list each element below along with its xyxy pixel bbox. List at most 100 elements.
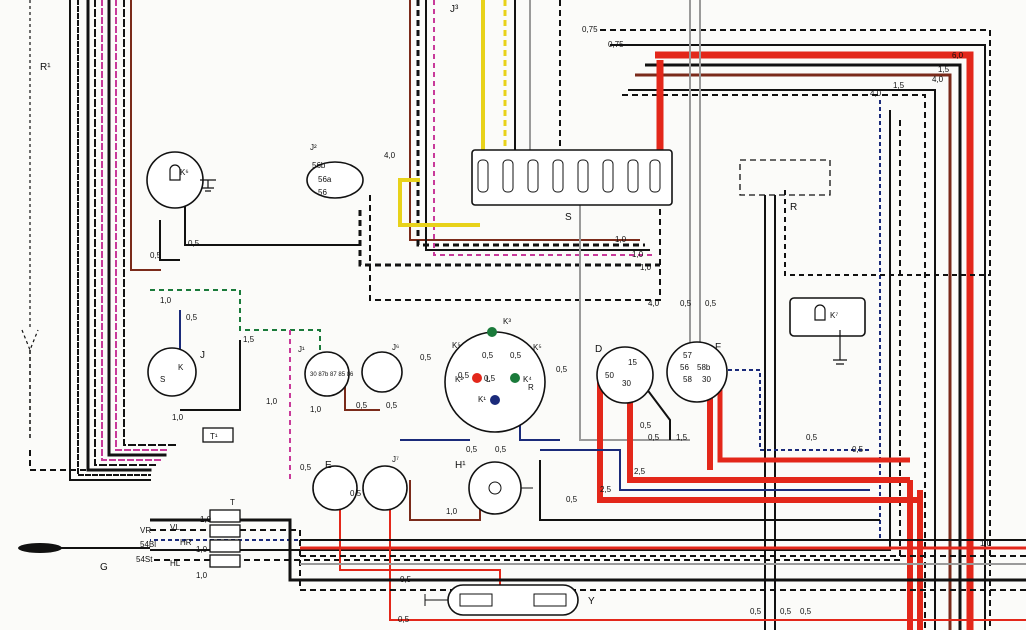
j2-dimmer-relay: J² 56b 56a 56 [306, 143, 364, 199]
label-d: D [595, 344, 602, 355]
gauge-label: 0,5 [780, 607, 792, 616]
label-r: R [528, 383, 534, 392]
j1-relay: J¹ 30 87b 87 85 86 [298, 345, 354, 397]
label-f-58b: 58b [697, 363, 711, 372]
j7-relay: J⁷ [362, 455, 408, 511]
gauge-label: 0,5 [386, 401, 398, 410]
gauge-label: 0,5 [398, 615, 410, 624]
label-d-30: 30 [622, 379, 631, 388]
gauge-label: 1,5 [243, 335, 255, 344]
gauge-label: 0,5 [188, 239, 200, 248]
gauge-label: 0,5 [750, 607, 762, 616]
gauge-label: 0,75 [582, 25, 598, 34]
gauge-label: 0,5 [556, 365, 568, 374]
label-f-30: 30 [702, 375, 711, 384]
t-connector-block: T VL HR HL VR 54Bl 54St [136, 498, 241, 568]
label-j1: J¹ [298, 345, 305, 354]
gauge-label: 1,0 [980, 539, 992, 548]
gauge-label: 0,5 [420, 353, 432, 362]
gauge-label: 0,5 [800, 607, 812, 616]
gauge-label: 1,0 [196, 545, 208, 554]
label-j1-pins: 30 87b 87 85 86 [310, 372, 354, 378]
gauge-label: 1,5 [938, 65, 950, 74]
gauge-label: 1,0 [160, 296, 172, 305]
gauge-label: 0,5 [484, 374, 496, 383]
gauge-label: 4,0 [932, 75, 944, 84]
gauge-label: 0,5 [680, 299, 692, 308]
d-ignition-switch: D 15 50 30 [595, 344, 654, 404]
instrument-cluster: K³ K⁵ K⁵ K² K⁴ K¹ L R [444, 317, 546, 433]
label-k2: K² [455, 375, 463, 384]
gauge-label: 0,5 [400, 575, 412, 584]
gauge-label: 4,0 [648, 299, 660, 308]
label-l: L [486, 375, 491, 384]
k7-lamp: K⁷ [789, 297, 866, 365]
label-j3: J³ [450, 4, 459, 15]
label-g: G [100, 562, 108, 573]
e-wiper-switch: E [312, 460, 358, 511]
label-r1: R¹ [40, 62, 51, 73]
label-d-50: 50 [605, 371, 614, 380]
gauge-label: 0,5 [705, 299, 717, 308]
gauge-label: 1,0 [640, 263, 652, 272]
k6-warning-lamp: K⁶ [146, 151, 216, 209]
label-k3: K³ [503, 317, 511, 326]
wire-bundle-top [409, 0, 991, 630]
label-f-56: 56 [680, 363, 689, 372]
gauge-label: 0,5 [495, 445, 507, 454]
gauge-label: 0,5 [482, 351, 494, 360]
j-flasher-relay: J K S [147, 347, 205, 397]
label-h1: H¹ [455, 460, 466, 471]
label-k7: K⁷ [830, 311, 838, 320]
label-j7: J⁷ [392, 455, 399, 464]
gauge-label: 1,0 [632, 250, 644, 259]
label-e: E [325, 460, 332, 471]
gauge-label: 1,0 [172, 413, 184, 422]
gauge-label: 1,0 [266, 397, 278, 406]
label-j-k: K [178, 363, 184, 372]
label-j-s: S [160, 375, 165, 384]
gauge-label: 0,5 [852, 445, 864, 454]
gauge-label: 0,5 [806, 433, 818, 442]
gauge-label: 4,0 [870, 89, 882, 98]
label-56: 56 [318, 188, 327, 197]
label-hr: HR [180, 538, 192, 547]
gauge-label: 1,0 [196, 571, 208, 580]
gauge-label: 1,0 [310, 405, 322, 414]
g-switch-lever: G [18, 543, 150, 573]
gauge-label: 0,5 [300, 463, 312, 472]
t1-connector: T¹ [202, 427, 234, 443]
gauge-label: 0,5 [356, 401, 368, 410]
label-radio: R [790, 202, 797, 213]
gauge-label: 0,5 [566, 495, 578, 504]
gauge-label: 2,5 [600, 485, 612, 494]
label-k4: K⁴ [523, 375, 532, 384]
gauge-label: 4,0 [384, 151, 396, 160]
fuse-box-s: S [471, 149, 673, 223]
f-light-switch: F 57 56 58 58b 30 [666, 341, 728, 403]
gauge-label: 1,5 [893, 81, 905, 90]
gauge-label: 1,0 [615, 235, 627, 244]
label-j: J [200, 350, 205, 361]
label-56b: 56b [312, 161, 326, 170]
label-56a: 56a [318, 175, 332, 184]
label-d-15: 15 [628, 358, 637, 367]
wire-bundle-left [69, 0, 176, 481]
label-f-57: 57 [683, 351, 692, 360]
label-j2: J² [310, 143, 317, 152]
label-54st: 54St [136, 555, 153, 564]
radio-r: R [739, 159, 831, 213]
gauge-label: 0,5 [186, 313, 198, 322]
gauge-label: 0,5 [640, 421, 652, 430]
label-t1: T¹ [210, 432, 218, 441]
wire-bundle-center [29, 150, 1026, 621]
label-y: Y [588, 596, 595, 607]
gauge-label: 1,5 [676, 433, 688, 442]
label-54bl: 54Bl [140, 540, 156, 549]
gauge-label: 0,5 [466, 445, 478, 454]
gauge-label: 1,0 [200, 515, 212, 524]
j6-relay: J⁶ [361, 343, 403, 393]
label-hl: HL [170, 559, 181, 568]
label-f: F [715, 342, 721, 353]
gauge-label: 0,5 [458, 371, 470, 380]
